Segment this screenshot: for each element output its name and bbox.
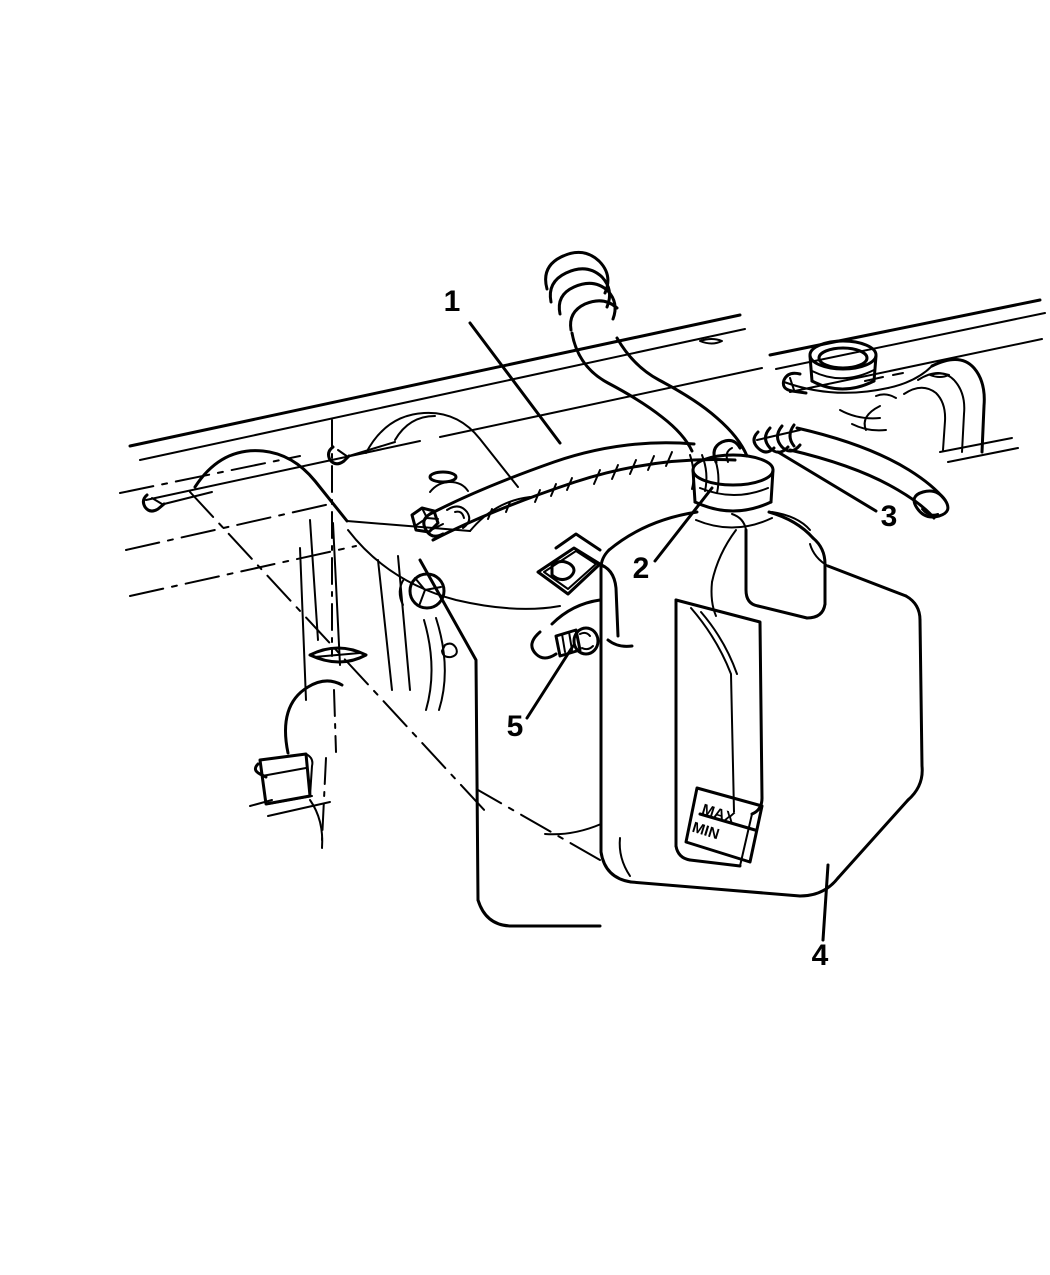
panel-grommet <box>308 646 368 664</box>
leader-1 <box>468 321 562 445</box>
reservoir-cap <box>691 439 775 529</box>
radiator-tank <box>783 358 1019 463</box>
coolant-recovery-bottle <box>544 439 924 898</box>
leader-5 <box>525 644 575 720</box>
lower-left-clip-bracket <box>249 679 344 849</box>
leader-4 <box>821 863 830 942</box>
mounting-screw <box>554 626 600 658</box>
clamped-hose <box>752 423 950 520</box>
level-indicator-plate <box>684 786 764 864</box>
hidden-construction-lines <box>119 455 601 861</box>
callout-number-4: 4 <box>812 939 829 972</box>
callout-number-2: 2 <box>633 552 650 585</box>
callout-number-1: 1 <box>444 285 461 318</box>
callout-number-3: 3 <box>881 500 898 533</box>
panel-fasteners <box>141 441 471 659</box>
leader-3 <box>776 450 878 513</box>
overflow-hose <box>422 250 749 542</box>
front-bulkhead-panel <box>193 411 602 928</box>
callout-number-5: 5 <box>507 710 524 743</box>
callout-leaders <box>468 321 878 942</box>
mounting-bracket <box>530 532 634 660</box>
leader-2 <box>653 486 714 563</box>
hidden-vertical-lines <box>321 419 337 841</box>
radiator-filler-neck <box>781 339 878 395</box>
